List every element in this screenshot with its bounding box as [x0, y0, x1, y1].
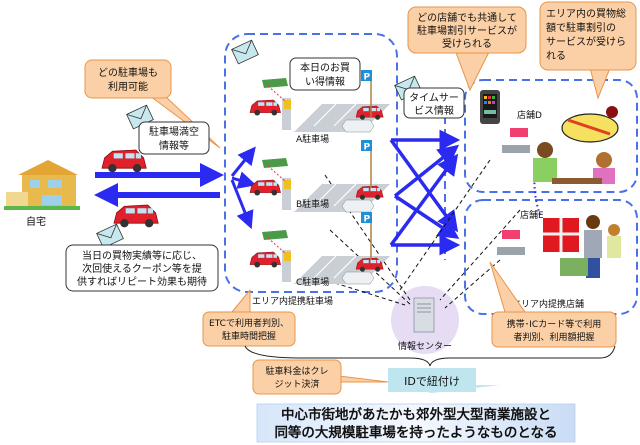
svg-text:者判別、利用額把握: 者判別、利用額把握	[513, 331, 594, 343]
callout-common-discount: どの店舗でも共通して 駐車場割引サービスが 受けられる	[407, 6, 527, 92]
parking-sign-b: P	[360, 139, 373, 189]
svg-text:供すればリピート効果も期待: 供すればリピート効果も期待	[77, 275, 207, 288]
callout-time-service: タイムサー ビス情報	[403, 87, 465, 119]
parking-group-boundary	[224, 33, 398, 293]
food-bowl-icon	[561, 106, 619, 143]
svg-text:P: P	[364, 73, 371, 83]
svg-text:利用可能: 利用可能	[108, 80, 148, 93]
diners-icon	[533, 142, 615, 184]
parking-sign-c: P	[360, 211, 373, 261]
store-e-label: 店舗E	[520, 209, 544, 221]
store-d-label: 店舗D	[517, 109, 542, 121]
link-brace	[244, 345, 616, 367]
svg-text:どの駐車場も: どの駐車場も	[98, 66, 158, 79]
car-icon-inbound	[113, 204, 159, 229]
store-d-boundary	[464, 79, 638, 193]
parking-lot-c	[250, 230, 390, 284]
svg-text:次回使えるクーポン等を提: 次回使えるクーポン等を提	[82, 262, 202, 275]
svg-text:P: P	[364, 143, 371, 153]
svg-text:どの店舗でも共通して: どの店舗でも共通して	[417, 11, 517, 24]
svg-text:ETCで利用者判別、: ETCで利用者判別、	[209, 317, 289, 329]
svg-text:駐車場満空: 駐車場満空	[149, 125, 199, 138]
svg-text:駐車時間把握: 駐車時間把握	[222, 330, 276, 342]
callout-ic-card: 携帯･ICカード等で利用 者判別、利用額把握	[489, 261, 617, 348]
store-group-label: エリア内提携店舗	[512, 298, 584, 310]
svg-text:P: P	[364, 215, 371, 225]
svg-text:本日のお買: 本日のお買	[300, 61, 350, 74]
home-icon	[4, 160, 80, 210]
callout-credit: 駐車料金はクレ ジット決済	[252, 359, 389, 395]
callout-todays-deals: 本日のお買 い得情報	[289, 57, 361, 91]
svg-text:い得情報: い得情報	[305, 75, 345, 88]
store-link-dotted	[533, 157, 541, 216]
svg-text:額で駐車割引の: 額で駐車割引の	[546, 21, 616, 34]
svg-text:タイムサー: タイムサー	[409, 92, 459, 104]
callout-coupon: 当日の買物実績等に応じ、 次回使えるクーポン等を提 供すればリピート効果も期待	[65, 244, 219, 292]
envelope-icon-deals	[231, 39, 259, 65]
svg-text:れる: れる	[546, 50, 566, 62]
svg-text:携帯･ICカード等で利用: 携帯･ICカード等で利用	[507, 318, 601, 330]
lot-a-label: A駐車場	[296, 133, 329, 145]
svg-text:中心市街地があたかも郊外型大型商業施設と: 中心市街地があたかも郊外型大型商業施設と	[281, 406, 551, 423]
home-label: 自宅	[26, 215, 46, 228]
svg-text:駐車場割引サービスが: 駐車場割引サービスが	[417, 24, 517, 37]
id-link-box: IDで紐付け	[388, 368, 500, 393]
conclusion-banner: 中心市街地があたかも郊外型大型商業施設と 同等の大規模駐車場を持ったようなものと…	[256, 403, 576, 443]
svg-text:受けられる: 受けられる	[442, 38, 492, 50]
card-reader-icon-d	[502, 128, 530, 153]
cross-arrows	[389, 129, 461, 256]
card-reader-icon-e	[497, 230, 525, 255]
car-icon-outbound	[101, 149, 147, 174]
smartphone-icon	[480, 90, 500, 124]
svg-text:情報等: 情報等	[159, 139, 189, 152]
callout-etc: ETCで利用者判別、 駐車時間把握	[202, 288, 296, 347]
svg-text:ビス情報: ビス情報	[414, 104, 454, 117]
shoppers-icon	[560, 215, 621, 278]
callout-vacancy-info: 駐車場満空 情報等	[138, 121, 210, 155]
svg-text:サービスが受けら: サービスが受けら	[546, 35, 626, 48]
callout-total-purchase-discount: エリア内の買物総 額で駐車割引の サービスが受けら れる	[539, 1, 637, 100]
lot-b-label: B駐車場	[296, 198, 329, 210]
server-icon	[413, 297, 435, 333]
info-center-label: 情報センター	[398, 340, 452, 352]
svg-text:当日の買物実績等に応じ、: 当日の買物実績等に応じ、	[82, 249, 202, 262]
parking-group-label: エリア内提携駐車場	[252, 295, 333, 307]
fan-arrows	[230, 146, 257, 230]
svg-text:駐車料金はクレ: 駐車料金はクレ	[265, 365, 328, 377]
lot-c-label: C駐車場	[296, 276, 329, 288]
svg-text:同等の大規模駐車場を持ったようなものとなる: 同等の大規模駐車場を持ったようなものとなる	[274, 424, 557, 441]
parking-sign-a: P	[360, 69, 373, 119]
envelope-icon-coupon	[96, 223, 124, 249]
data-links	[324, 159, 521, 309]
svg-text:ジット決済: ジット決済	[274, 378, 319, 390]
svg-text:IDで紐付け: IDで紐付け	[404, 375, 460, 388]
svg-text:エリア内の買物総: エリア内の買物総	[546, 7, 626, 20]
gift-box-icon	[543, 218, 579, 252]
